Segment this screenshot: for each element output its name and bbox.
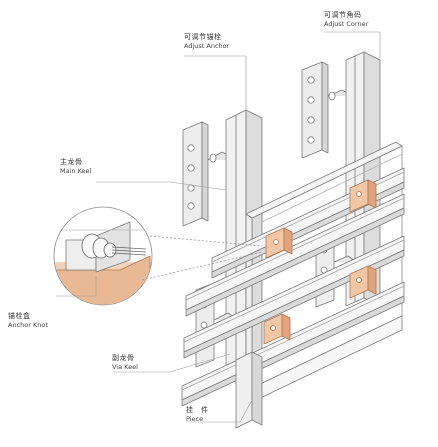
via-keel-lower <box>183 235 405 359</box>
piece-clip-lower-left <box>263 313 291 345</box>
detail-pointer-lines <box>141 235 263 281</box>
label-anchor-knot: 锚栓盒 Anchor Knot <box>8 312 48 330</box>
anchor-detail-circle <box>53 206 153 306</box>
label-via-keel-en: Via Keel <box>112 363 138 371</box>
leader-piece <box>186 399 253 423</box>
leader-main-keel <box>96 181 227 191</box>
piece-clip-upper-left <box>265 227 293 259</box>
label-piece-en: Piece <box>186 415 204 423</box>
label-piece-cn: 挂 件 <box>186 406 209 414</box>
label-main-keel-en: Main Keel <box>60 167 92 175</box>
lower-main-keel <box>235 351 263 429</box>
label-via-keel-cn: 副龙骨 <box>112 354 135 362</box>
label-adjust-anchor-en: Adjust Anchor <box>184 42 230 50</box>
label-adjust-corner-en: Adjust Corner <box>324 20 369 28</box>
via-keel-middle <box>185 193 405 317</box>
leader-via-keel <box>114 353 231 373</box>
piece-clip-lower-right <box>349 265 377 299</box>
label-piece: 挂 件 Piece <box>186 406 209 424</box>
leader-adjust-corner <box>324 31 381 58</box>
label-adjust-corner-cn: 可调节角码 <box>324 11 362 19</box>
label-adjust-anchor-cn: 可调节锚栓 <box>184 33 222 41</box>
label-main-keel-cn: 主龙骨 <box>60 158 83 166</box>
label-anchor-knot-en: Anchor Knot <box>8 321 48 329</box>
label-adjust-corner: 可调节角码 Adjust Corner <box>324 11 368 29</box>
leader-lines <box>56 31 381 423</box>
leader-anchor-knot <box>56 276 97 297</box>
piece-clip-upper-right <box>349 179 377 213</box>
right-anchor-plate <box>301 61 353 159</box>
label-via-keel: 副龙骨 Via Keel <box>112 354 138 372</box>
label-adjust-anchor: 可调节锚栓 Adjust Anchor <box>184 33 229 51</box>
leader-adjust-anchor <box>184 55 247 112</box>
right-main-keel <box>345 51 381 307</box>
label-main-keel: 主龙骨 Main Keel <box>60 158 91 176</box>
label-anchor-knot-cn: 锚栓盒 <box>8 312 31 320</box>
